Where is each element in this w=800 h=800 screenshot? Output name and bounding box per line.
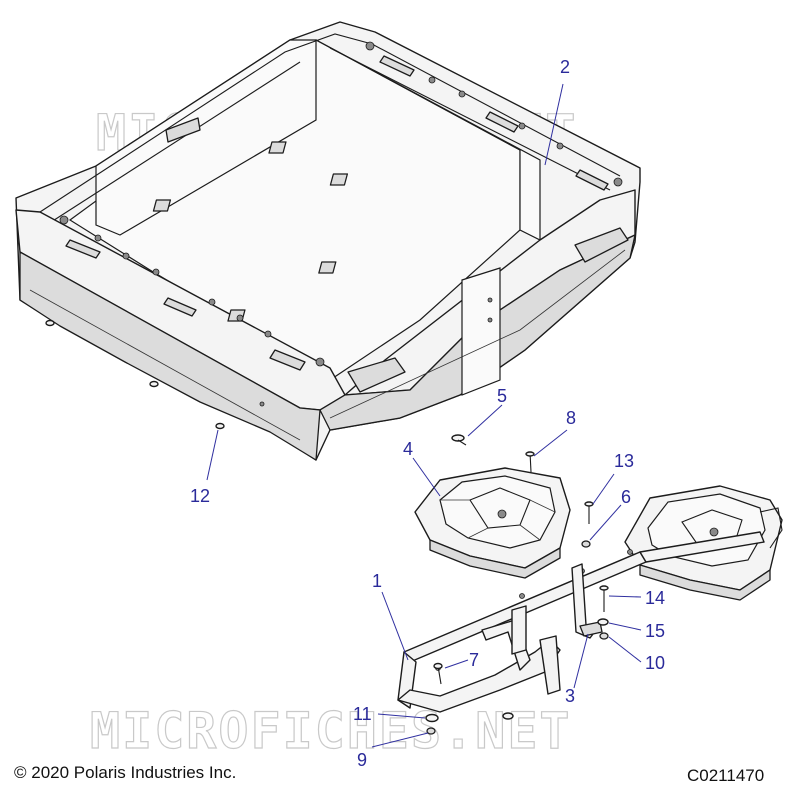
callout-13: 13 [614,451,635,471]
mount-bracket [571,563,603,639]
callout-10: 10 [645,653,666,673]
nut-9 [426,727,436,735]
washer-11 [425,713,439,723]
bolt-8 [525,451,535,473]
nut-10 [599,632,609,640]
bolt-14 [599,585,609,612]
bolt-7 [433,662,443,685]
cargo-box [15,21,641,461]
callout-14: 14 [645,588,666,608]
fasteners [45,319,609,735]
cargo-pad-left [414,467,571,579]
callout-6: 6 [621,487,632,507]
callout-5: 5 [497,386,508,406]
bolt-13 [584,501,594,524]
callout-15: 15 [645,621,666,641]
copyright-notice: © 2020 Polaris Industries Inc. [14,763,237,782]
washer-15 [597,618,609,626]
callout-11: 11 [353,704,372,724]
figure-code: C0211470 [687,766,765,785]
callout-4: 4 [403,439,414,459]
callout-2: 2 [560,57,571,77]
washer-6 [581,540,591,548]
watermark-bottom: MICROFICHES.NET [90,702,572,760]
rivets-12 [45,319,225,430]
leader-lines [206,83,642,748]
screw-5 [451,434,467,446]
callout-3: 3 [565,686,576,706]
rack-frame [397,531,765,713]
callout-8: 8 [566,408,577,428]
callout-7: 7 [469,650,480,670]
callout-12: 12 [190,486,211,506]
callout-1: 1 [372,571,383,591]
callout-9: 9 [357,750,368,770]
